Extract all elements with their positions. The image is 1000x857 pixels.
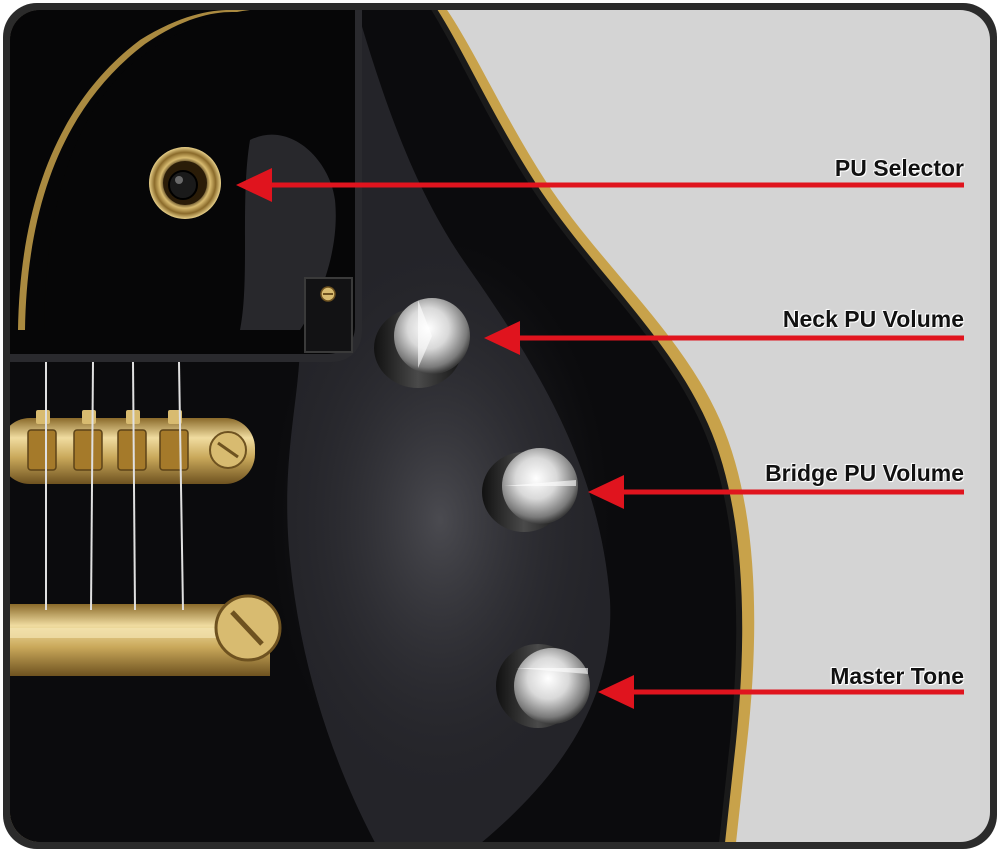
label-pu-selector: PU Selector: [834, 155, 964, 181]
label-neck-pu-volume: Neck PU Volume: [782, 306, 964, 332]
master-tone-knob: [496, 644, 590, 728]
arrow-head-neck-pu-volume: [484, 321, 520, 355]
bridge: [10, 410, 255, 484]
arrow-head-master-tone: [598, 675, 634, 709]
label-master-tone: Master Tone: [830, 663, 964, 689]
label-bridge-pu-volume: Bridge PU Volume: [765, 460, 964, 486]
pu-selector-tip-highlight: [175, 176, 183, 184]
strings: [45, 361, 184, 611]
neck-pu-volume-knob: [374, 298, 470, 388]
arrow-head-bridge-pu-volume: [588, 475, 624, 509]
tailpiece: [10, 594, 282, 676]
pickguard-bracket: [304, 277, 353, 353]
guitar-body-photo: [10, 10, 755, 842]
pu-selector-tip: [168, 170, 198, 200]
bridge-pu-volume-knob: [482, 448, 578, 532]
arrow-head-pu-selector: [236, 168, 272, 202]
